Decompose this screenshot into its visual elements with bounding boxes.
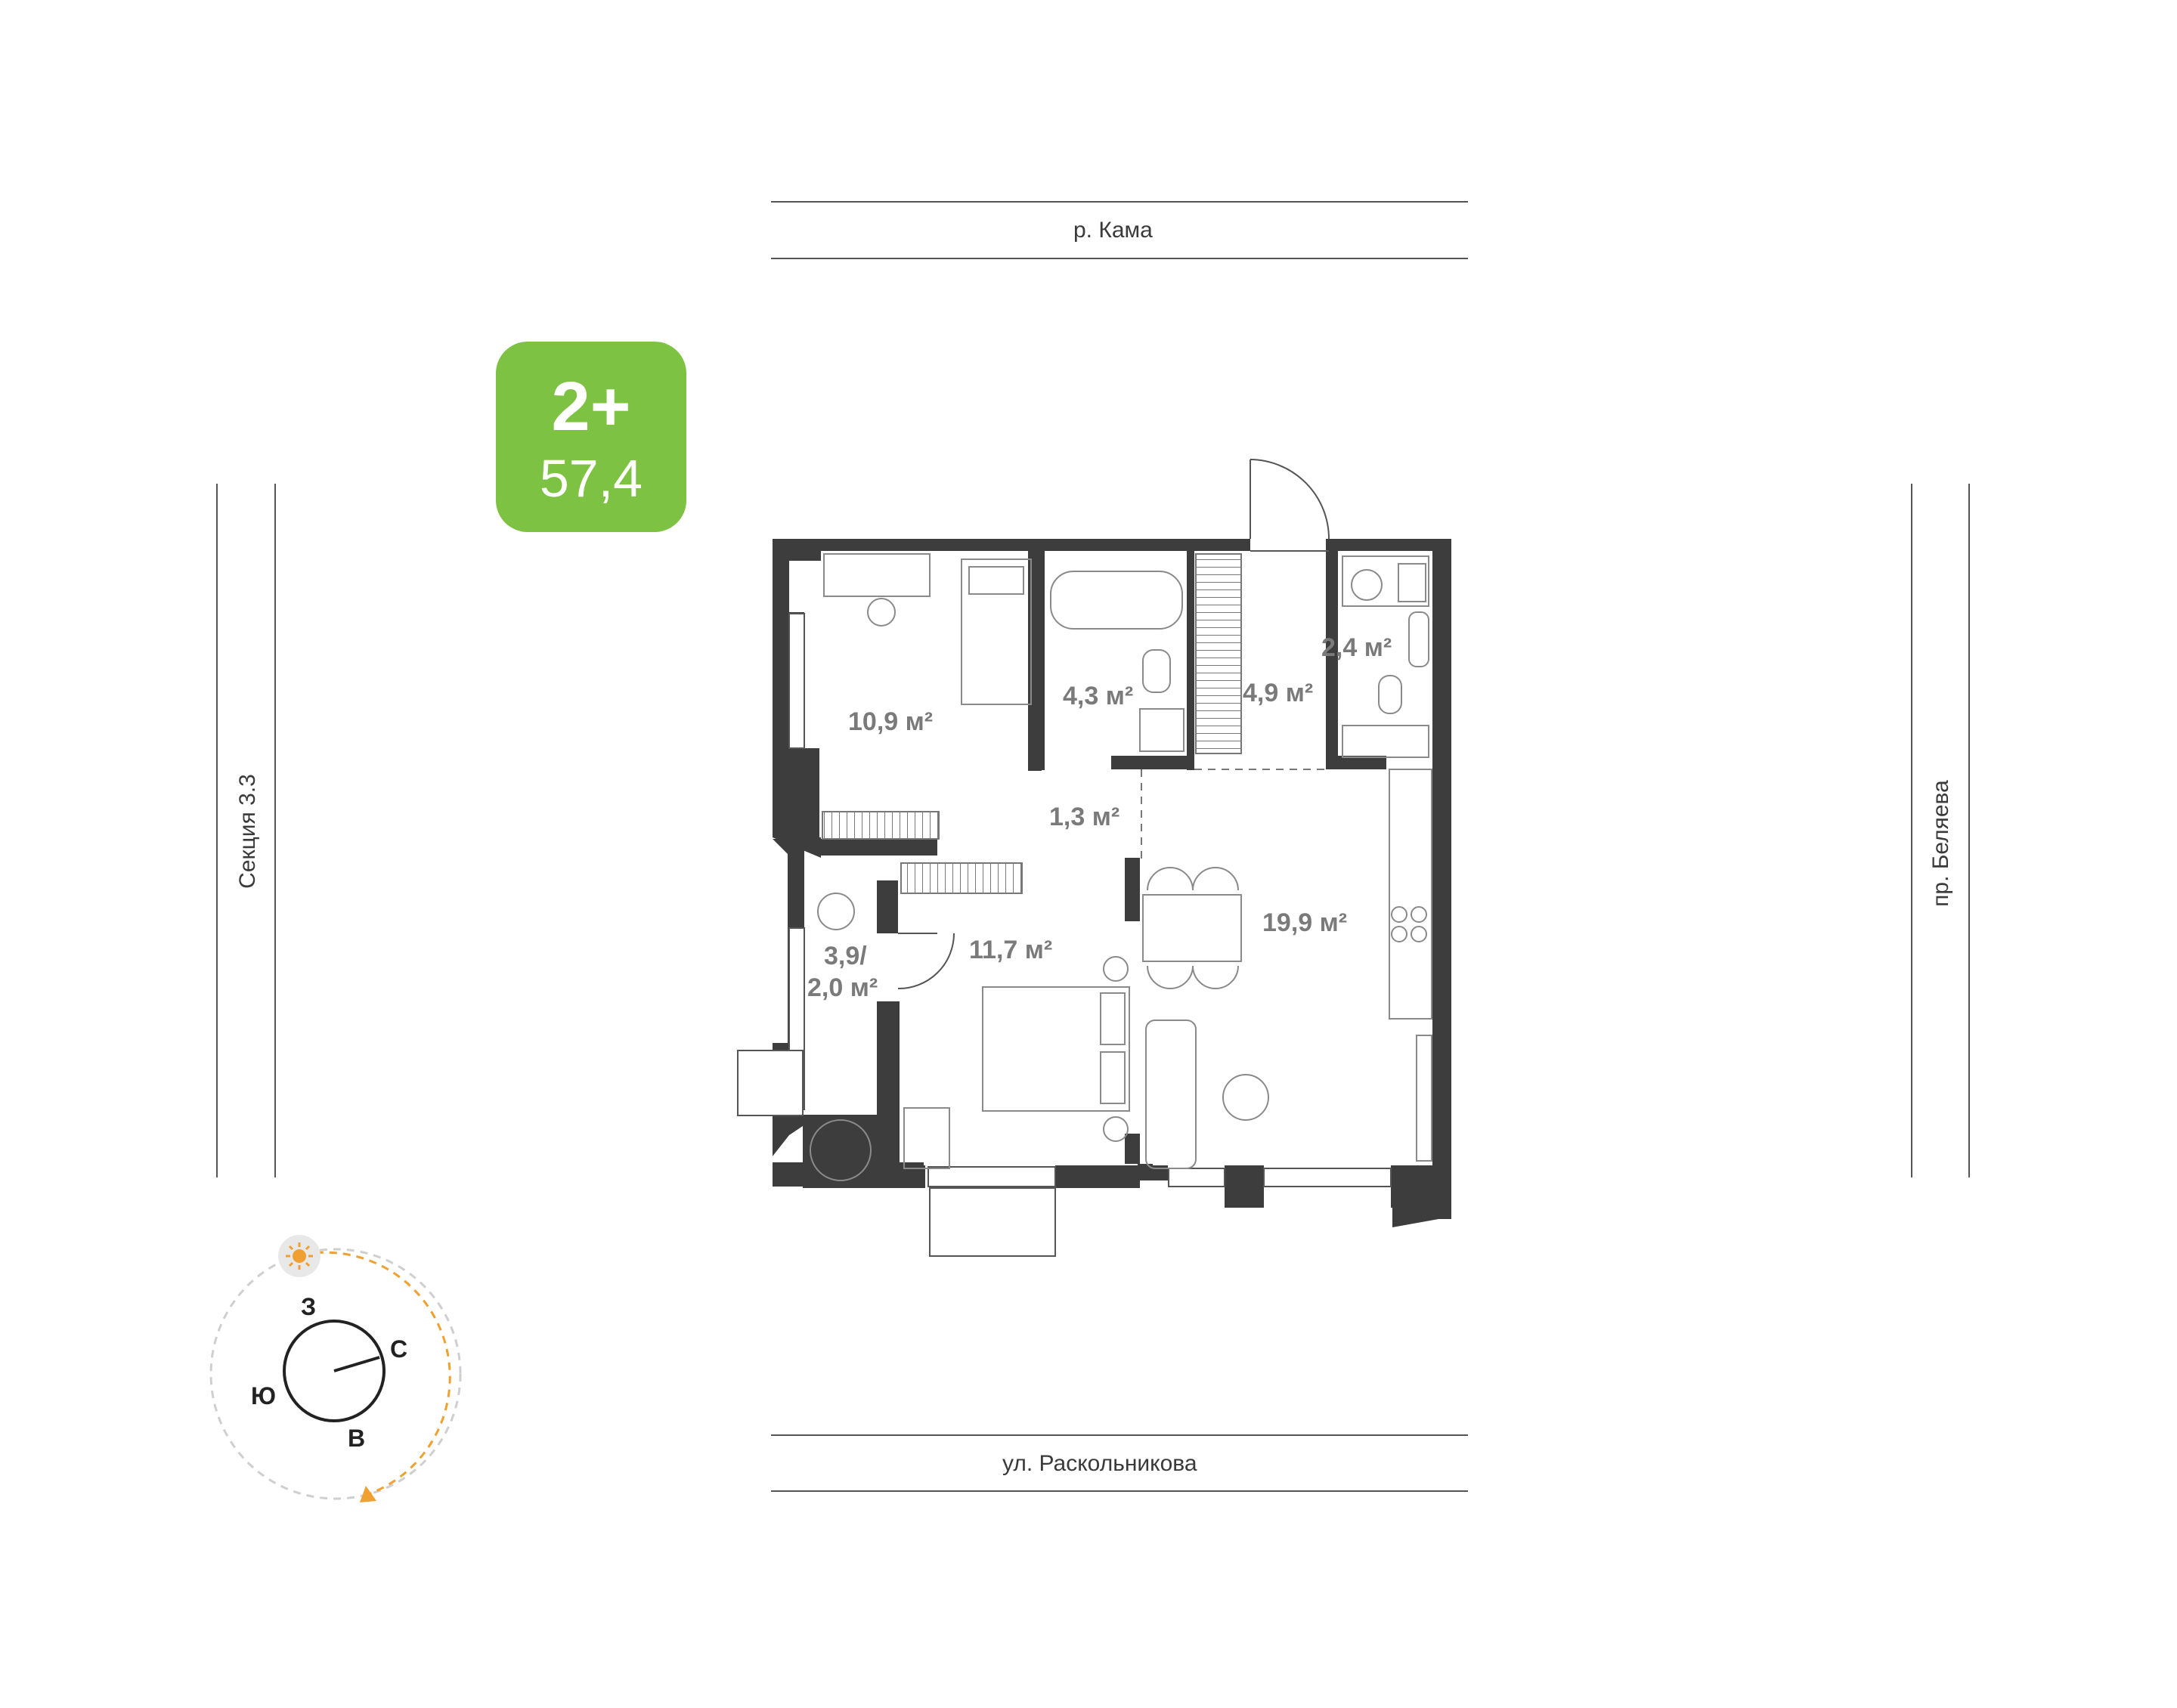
windows [737, 613, 1392, 1257]
street-line-west-left [216, 484, 218, 1177]
street-line-west-right [274, 484, 276, 1177]
street-label-north: р. Кама [1073, 218, 1153, 243]
total-area: 57,4 [539, 449, 643, 508]
street-label-south: ул. Раскольникова [1002, 1451, 1197, 1476]
room-area-wc: 2,4 м² [1321, 633, 1392, 662]
street-line-east-right [1968, 484, 1970, 1177]
street-line-south-bottom [771, 1490, 1468, 1492]
compass-west: З [301, 1293, 316, 1320]
sun-path-arrow [360, 1486, 376, 1502]
furniture [810, 553, 1432, 1181]
room-area-balcony-1: 3,9/ [824, 942, 867, 970]
bedroom1-wardrobe [822, 811, 940, 840]
balcony-door [897, 933, 955, 990]
room-area-bathroom: 4,3 м² [1063, 682, 1133, 710]
room-area-bedroom-1: 10,9 м² [848, 707, 933, 736]
street-line-east-left [1911, 484, 1912, 1177]
sun-path-orange [302, 1251, 451, 1495]
street-line-north-top [771, 201, 1468, 203]
hall-wardrobe [1195, 553, 1242, 754]
room-area-corridor: 1,3 м² [1049, 803, 1119, 831]
apartment-badge: 2+ 57,4 [496, 342, 686, 532]
compass-north: С [390, 1335, 407, 1363]
street-line-south-top [771, 1434, 1468, 1436]
bedroom2-wardrobe [900, 862, 1023, 894]
room-area-balcony-2: 2,0 м² [807, 973, 878, 1002]
compass-east: В [348, 1425, 365, 1452]
compass-south: Ю [251, 1382, 276, 1409]
street-line-north-bottom [771, 258, 1468, 259]
compass-dial [283, 1320, 386, 1422]
room-area-bedroom-2: 11,7 м² [969, 936, 1052, 964]
entrance-door [1250, 459, 1330, 552]
room-area-kitchen-living: 19,9 м² [1262, 908, 1347, 937]
compass-needle [333, 1356, 380, 1372]
compass: З С Ю В [209, 1235, 462, 1502]
room-count: 2+ [551, 368, 631, 445]
room-area-hall: 4,9 м² [1243, 679, 1313, 707]
sun-icon [278, 1235, 321, 1277]
zone-lines [1141, 769, 1326, 862]
sun-path-gray [209, 1248, 462, 1500]
